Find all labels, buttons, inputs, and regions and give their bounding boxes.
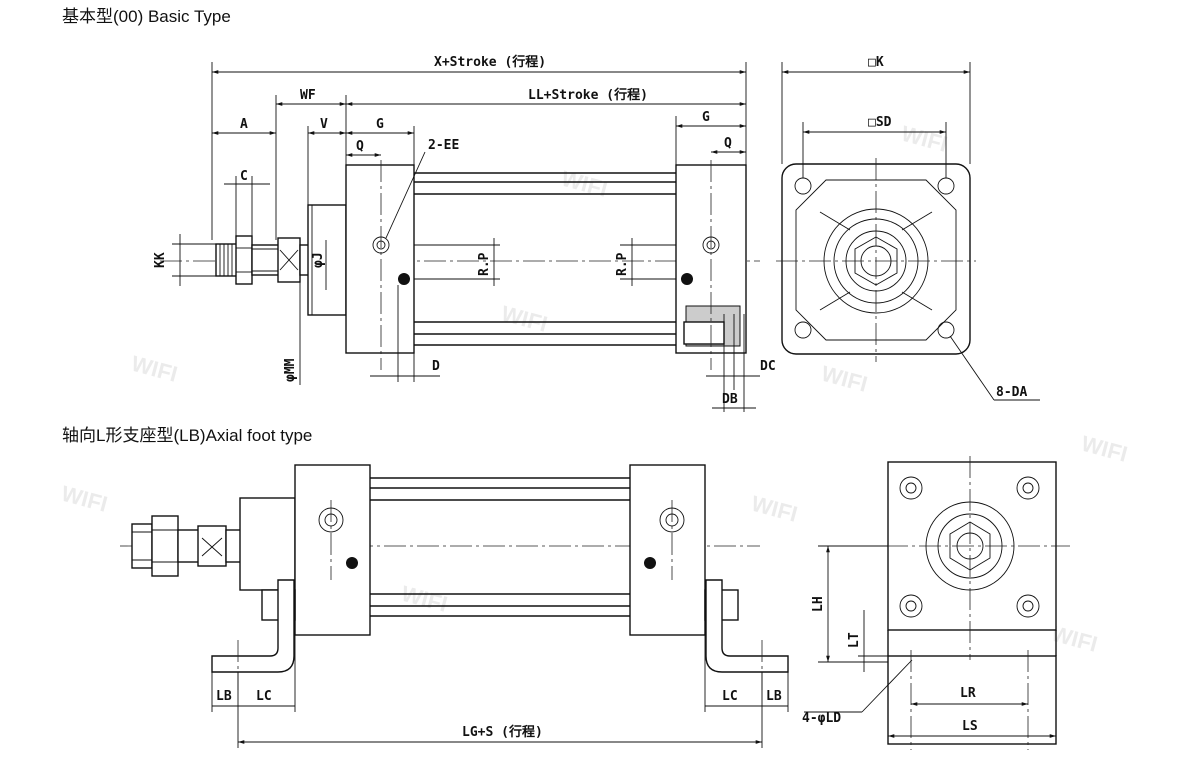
dim-q-left: Q	[356, 139, 364, 154]
watermark: WIFI	[59, 481, 110, 517]
watermark: WIFI	[129, 351, 180, 387]
dim-mm: φMM	[283, 358, 298, 382]
dim-lc-left: LC	[256, 689, 272, 704]
dim-lr: LR	[960, 686, 976, 701]
dim-rp-right: R.P	[615, 252, 630, 276]
dim-8-da: 8-DA	[996, 385, 1027, 400]
dim-q-right: Q	[724, 136, 732, 151]
watermark: WIFI	[1079, 431, 1130, 467]
dim-kk: KK	[153, 252, 168, 268]
dim-x-stroke: X+Stroke (行程)	[434, 54, 546, 70]
basic-dimensions: X+Stroke (行程) WF LL+Stroke (行程) A V G Q …	[153, 54, 776, 412]
dim-lg-s: LG+S (行程)	[462, 724, 543, 740]
dim-sd: □SD	[868, 115, 892, 130]
dim-lb-right: LB	[766, 689, 782, 704]
watermark: WIFI	[819, 361, 870, 397]
dim-db: DB	[722, 392, 738, 407]
dim-wf: WF	[300, 88, 316, 103]
foot-end-view	[820, 456, 1070, 750]
dim-lc-right: LC	[722, 689, 738, 704]
dim-dc: DC	[760, 359, 776, 374]
dim-lb-left: LB	[216, 689, 232, 704]
dim-k: □K	[868, 55, 884, 70]
dim-g-left: G	[376, 117, 384, 132]
watermark: WIFI	[499, 301, 550, 337]
dim-rp-left: R.P	[477, 252, 492, 276]
dim-v: V	[320, 117, 328, 132]
watermark: WIFI	[899, 121, 950, 157]
basic-end-view	[776, 158, 976, 362]
watermark: WIFI	[399, 581, 450, 617]
dim-ls: LS	[962, 719, 978, 734]
dim-a: A	[240, 117, 248, 132]
heading-basic-type: 基本型(00) Basic Type	[62, 7, 231, 26]
foot-end-dimensions: LH LT LR LS 4-φLD	[802, 545, 1056, 738]
watermark: WIFI	[749, 491, 800, 527]
end-view-dimensions: □K □SD 8-DA	[781, 55, 1040, 401]
basic-side-view	[160, 160, 760, 370]
dim-lt: LT	[847, 632, 862, 648]
dim-j: φJ	[311, 252, 326, 268]
dim-g-right: G	[702, 110, 710, 125]
foot-side-view	[120, 464, 789, 690]
dim-4-ld: 4-φLD	[802, 711, 841, 726]
dim-ll-stroke: LL+Stroke (行程)	[528, 87, 648, 103]
foot-dimensions: LB LC LC LB LG+S (行程)	[211, 635, 789, 748]
dim-2-ee: 2-EE	[428, 138, 459, 153]
dim-d: D	[432, 359, 440, 374]
watermark: WIFI	[559, 166, 610, 202]
heading-axial-foot-type: 轴向L形支座型(LB)Axial foot type	[62, 426, 312, 445]
dim-lh: LH	[811, 596, 826, 612]
dim-c: C	[240, 169, 248, 184]
